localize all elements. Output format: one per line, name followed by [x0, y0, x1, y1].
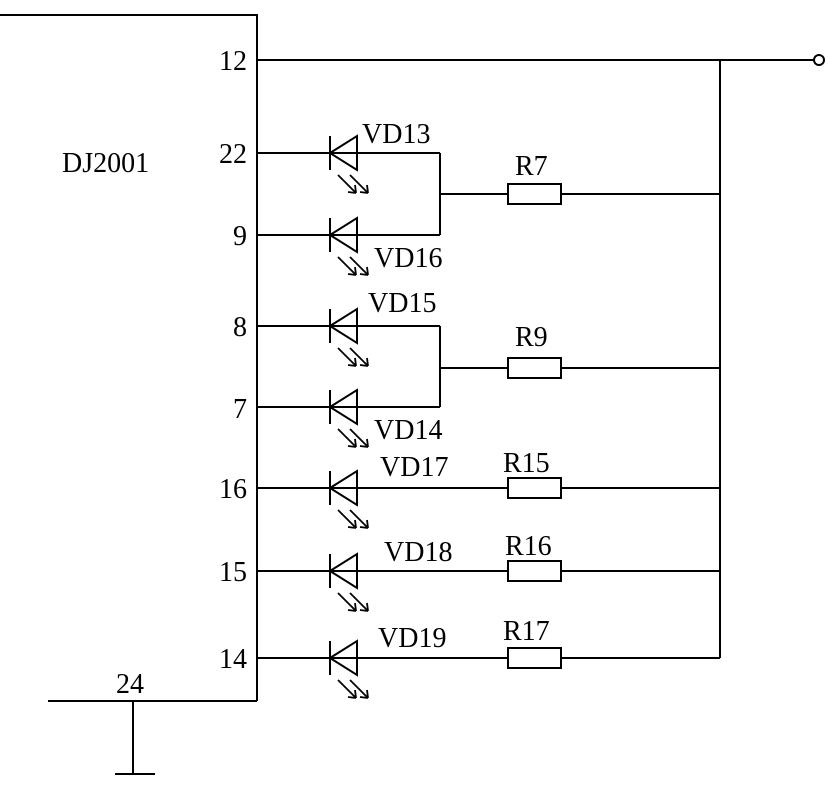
r7-label: R7	[515, 151, 548, 182]
pin-8-label: 8	[233, 312, 247, 343]
ic-outline	[0, 14, 258, 702]
pin-9-label: 9	[233, 221, 247, 252]
r15-label: R15	[503, 448, 550, 479]
led-vd17-symbol	[328, 469, 369, 529]
led-vd19-symbol	[328, 639, 369, 699]
pin-16-label: 16	[219, 474, 247, 505]
pin-14-label: 14	[219, 644, 247, 675]
supply-bus	[257, 59, 814, 658]
vd18-label: VD18	[384, 537, 452, 568]
led-vd16-symbol	[328, 216, 369, 276]
pin-7-label: 7	[233, 394, 247, 425]
resistor-r15-symbol	[507, 477, 562, 499]
branch-wires	[257, 152, 720, 659]
vd16-label: VD16	[374, 243, 442, 274]
chip-name-label: DJ2001	[62, 148, 149, 179]
pin-22-label: 22	[219, 139, 247, 170]
output-terminal	[813, 54, 825, 66]
vd14-label: VD14	[374, 415, 442, 446]
resistor-r7-symbol	[507, 183, 562, 205]
pin-12-label: 12	[219, 46, 247, 77]
led-vd15-symbol	[328, 307, 369, 367]
resistor-r17-symbol	[507, 647, 562, 669]
led-vd14-symbol	[328, 388, 369, 448]
vd19-label: VD19	[378, 623, 446, 654]
pin-15-label: 15	[219, 557, 247, 588]
vd17-label: VD17	[380, 452, 448, 483]
r17-label: R17	[503, 616, 550, 647]
vd15-label: VD15	[368, 288, 436, 319]
resistor-r16-symbol	[507, 560, 562, 582]
resistor-r9-symbol	[507, 357, 562, 379]
led-vd13-symbol	[328, 134, 369, 194]
vd13-label: VD13	[362, 119, 430, 150]
r9-label: R9	[515, 322, 548, 353]
r16-label: R16	[505, 531, 552, 562]
pin-24-label: 24	[116, 669, 144, 700]
led-vd18-symbol	[328, 552, 369, 612]
ground-symbol	[115, 701, 155, 775]
